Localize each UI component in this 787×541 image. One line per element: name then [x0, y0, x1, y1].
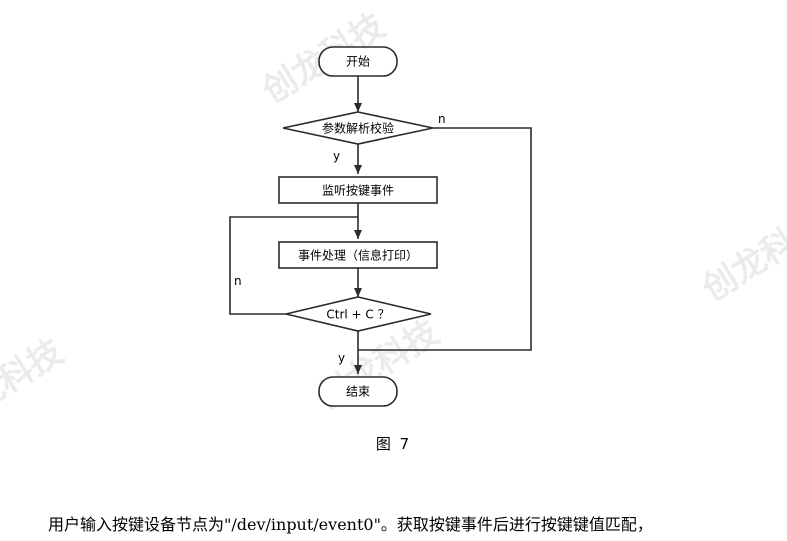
end-label: 结束 [346, 385, 370, 399]
edge-label-param-yes: y [333, 149, 340, 163]
edge-label-loop-no: n [234, 274, 242, 288]
start-terminal [318, 46, 398, 77]
end-terminal [318, 376, 398, 407]
param-check-label: 参数解析校验 [322, 121, 394, 136]
body-paragraph: 用户输入按键设备节点为"/dev/input/event0"。获取按键事件后进行… [48, 515, 653, 534]
listen-box [278, 176, 438, 204]
start-label: 开始 [346, 55, 370, 69]
edge-label-ctrl-yes: y [338, 351, 345, 365]
watermark-4: 创龙科技 [0, 332, 70, 439]
node-handle: 事件处理（信息打印） [278, 241, 438, 269]
node-start: 开始 [318, 46, 398, 77]
handle-box [278, 241, 438, 269]
edge-label-param-no: n [438, 112, 446, 126]
edge-check-no-to-end [358, 127, 532, 351]
ctrl-c-diamond [285, 296, 432, 332]
param-check-diamond [282, 111, 434, 145]
handle-label: 事件处理（信息打印） [298, 248, 418, 263]
node-ctrl-c: Ctrl + C ？ [285, 296, 432, 332]
edge-ctrl-loop-back [229, 216, 358, 315]
watermark-2: 创龙科技 [695, 204, 787, 311]
node-param-check: 参数解析校验 [282, 111, 434, 145]
ctrl-c-label: Ctrl + C ？ [326, 308, 389, 322]
connectors [229, 76, 532, 374]
node-end: 结束 [318, 376, 398, 407]
node-listen: 监听按键事件 [278, 176, 438, 204]
figure-caption: 图 7 [375, 435, 412, 453]
listen-label: 监听按键事件 [322, 184, 394, 198]
